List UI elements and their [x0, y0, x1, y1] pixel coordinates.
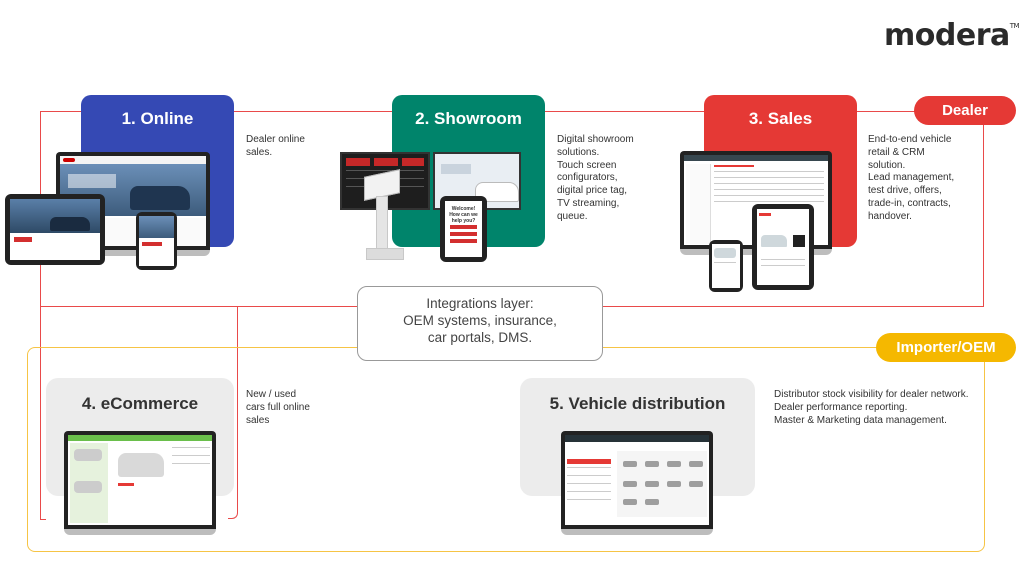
- ecommerce-title: 4. eCommerce: [81, 394, 199, 413]
- logo-text: modera: [884, 18, 1010, 53]
- trademark: TM: [1009, 22, 1020, 30]
- ecommerce-desc: New / used cars full online sales: [246, 389, 310, 426]
- ecom-connector: [228, 306, 238, 519]
- online-tablet: [5, 194, 105, 265]
- sales-title: 3. Sales: [748, 109, 813, 128]
- dealer-tag: Dealer: [914, 96, 1016, 125]
- ecommerce-screen: [68, 435, 212, 525]
- online-title: 1. Online: [121, 109, 194, 128]
- distribution-desc: Distributor stock visibility for dealer …: [774, 389, 969, 426]
- kiosk-base: [366, 248, 404, 260]
- importer-oem-tag: Importer/OEM: [876, 333, 1016, 362]
- online-laptop-screen: [60, 156, 206, 246]
- kiosk-stand: [376, 196, 388, 252]
- distribution-screen: [565, 435, 709, 525]
- dealer-connector-ecom: [40, 519, 46, 520]
- showroom-desc: Digital showroom solutions. Touch screen…: [557, 134, 634, 222]
- online-desc: Dealer online sales.: [246, 134, 305, 158]
- sales-desc: End-to-end vehicle retail & CRM solution…: [868, 134, 955, 222]
- sales-phone: [709, 240, 743, 292]
- showroom-title: 2. Showroom: [415, 109, 522, 128]
- ecommerce-laptop: [64, 431, 216, 535]
- integrations-layer-box: Integrations layer: OEM systems, insuran…: [357, 286, 603, 361]
- distribution-laptop: [561, 431, 713, 535]
- distribution-title: 5. Vehicle distribution: [549, 394, 726, 413]
- kiosk-welcome-text: Welcome! How can we help you?: [449, 206, 478, 224]
- modera-logo: moderaTM: [884, 18, 1020, 53]
- online-laptop: [56, 152, 210, 256]
- dealer-connector-left: [40, 306, 41, 520]
- sales-tablet: [752, 204, 814, 290]
- showroom-tablet: Welcome! How can we help you?: [440, 196, 487, 262]
- online-phone: [136, 212, 177, 270]
